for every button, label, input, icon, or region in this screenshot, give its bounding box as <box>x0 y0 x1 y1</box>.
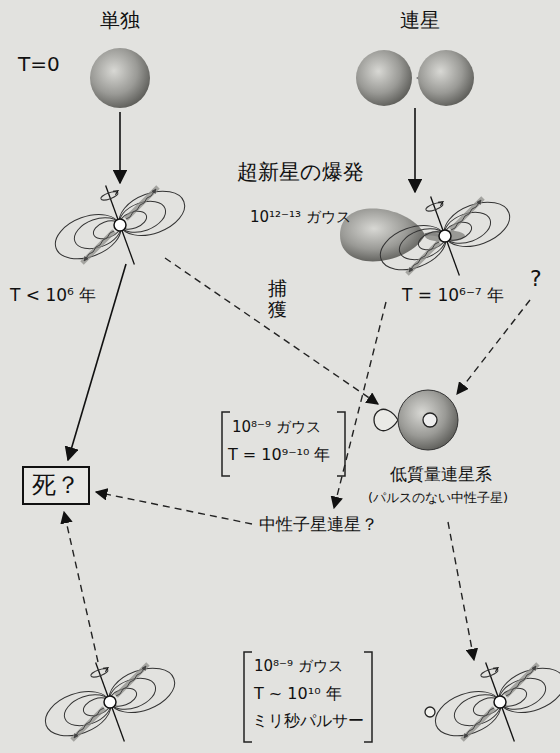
accreting-binary <box>340 173 523 298</box>
time-label: T ~ 10¹⁰ 年 <box>254 684 342 703</box>
box-text: 死？ <box>32 471 88 500</box>
field-strength: 10⁸⁻⁹ ガウス <box>232 418 321 436</box>
field-strength: 10⁸⁻⁹ ガウス <box>254 657 343 675</box>
time-label: T = 10⁶⁻⁷ 年 <box>402 285 504 305</box>
time-label: T=0 <box>18 52 60 76</box>
arrow <box>68 108 415 460</box>
dashed-arrow <box>64 258 530 662</box>
time-label: T < 10⁶ 年 <box>10 285 96 305</box>
system-note: (パルスのない中性子星) <box>368 490 508 506</box>
single-star <box>90 48 150 108</box>
system-label: 中性子星連星？ <box>259 514 378 534</box>
bracket <box>222 412 372 742</box>
white-dwarf <box>425 707 435 717</box>
capture-label: 捕獲 <box>268 278 287 320</box>
fate-box: 死？ <box>22 466 90 505</box>
pulsar-label: ミリ秒パルサー <box>252 711 364 730</box>
time-label: T = 10⁹⁻¹⁰ 年 <box>228 445 330 464</box>
field-strength: 10¹²⁻¹³ ガウス <box>250 208 351 226</box>
event-label: 超新星の爆発 <box>237 160 364 185</box>
question-mark: ? <box>530 266 542 292</box>
millisecond-pulsar <box>32 639 189 753</box>
binary-star <box>356 50 474 106</box>
column-heading: 単独 <box>100 8 140 32</box>
pulsar-symbol <box>422 639 560 753</box>
system-label: 低質量連星系 <box>390 464 492 484</box>
column-heading: 連星 <box>400 8 440 32</box>
low-mass-binary <box>374 390 458 450</box>
